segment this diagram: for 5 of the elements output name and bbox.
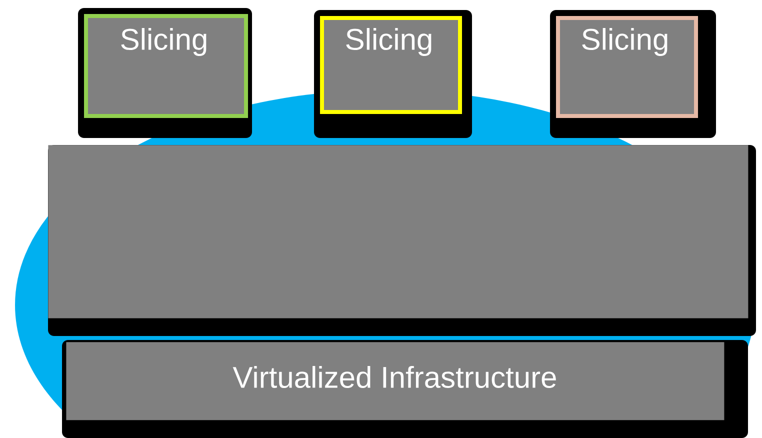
platform-box (48, 144, 756, 336)
infrastructure-box: Virtualized Infrastructure (62, 340, 748, 438)
slice-box: Slicing (314, 10, 472, 138)
slice-box: Slicing (78, 8, 252, 138)
slice-box: Slicing (550, 10, 716, 138)
